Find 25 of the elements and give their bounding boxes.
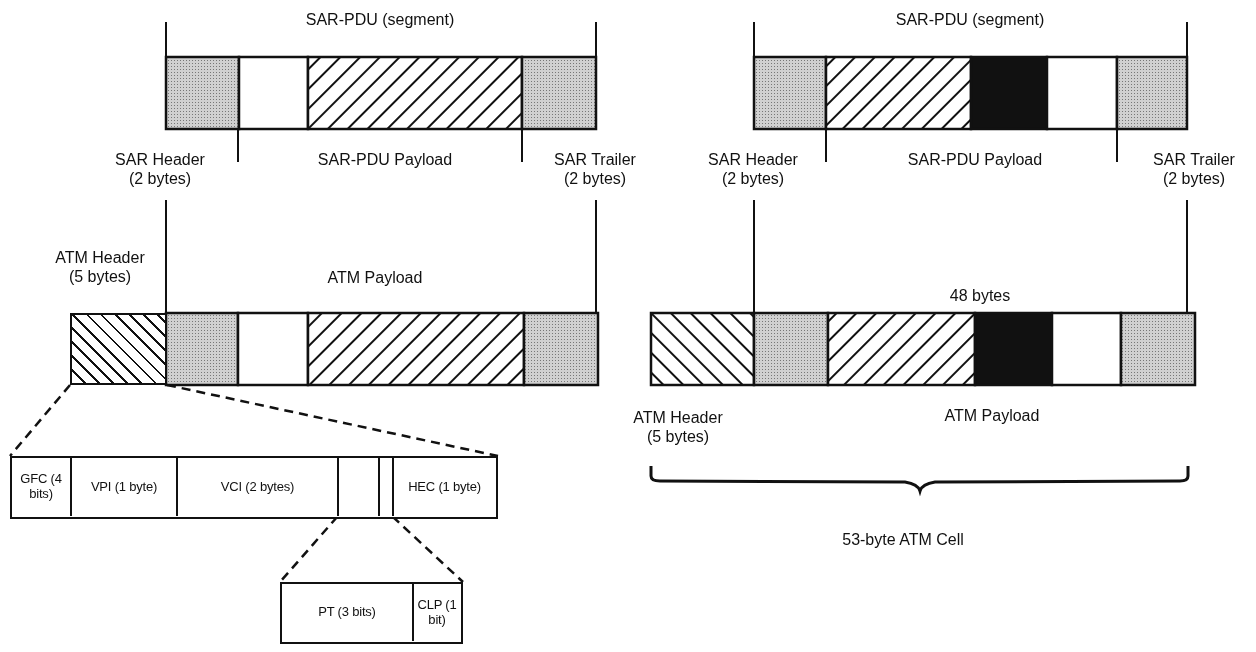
field-label: PT (3 bits) bbox=[317, 605, 377, 620]
segment-label: SAR-PDU Payload bbox=[316, 150, 454, 170]
field-label: VCI (2 bytes) bbox=[219, 479, 296, 495]
field-bar bbox=[280, 582, 463, 644]
field-label: HEC (1 byte) bbox=[407, 479, 482, 495]
field-bar bbox=[10, 456, 498, 519]
segment-label: SAR Trailer (2 bytes) bbox=[1152, 150, 1236, 189]
segment-label: SAR Header (2 bytes) bbox=[707, 150, 799, 189]
segment-label: SAR-PDU (segment) bbox=[304, 10, 456, 30]
segment-label: ATM Payload bbox=[326, 268, 424, 288]
zoom-line bbox=[9, 384, 71, 457]
segment-label: SAR Trailer (2 bytes) bbox=[553, 150, 637, 189]
segment-label: 48 bytes bbox=[948, 286, 1012, 306]
segment-label: SAR Header (2 bytes) bbox=[114, 150, 206, 189]
zoom-line bbox=[166, 383, 499, 458]
field-label: GFC (4 bits) bbox=[19, 472, 63, 502]
field-cell bbox=[70, 313, 167, 385]
segment-label: ATM Header (5 bytes) bbox=[632, 408, 724, 447]
segment-label: 53-byte ATM Cell bbox=[841, 530, 965, 550]
segment-label: ATM Payload bbox=[943, 406, 1041, 426]
segment-label: SAR-PDU Payload bbox=[906, 150, 1044, 170]
segment-label: ATM Header (5 bytes) bbox=[54, 248, 146, 287]
segment-label: SAR-PDU (segment) bbox=[894, 10, 1046, 30]
field-label: VPI (1 byte) bbox=[89, 479, 159, 495]
field-label: CLP (1 bit) bbox=[416, 597, 458, 628]
